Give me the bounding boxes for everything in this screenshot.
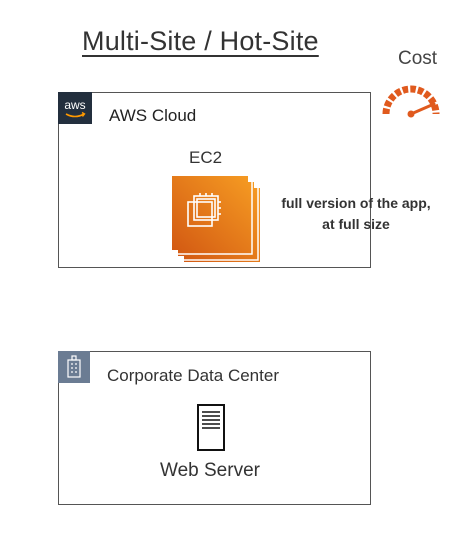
annotation-line-1: full version of the app, — [281, 195, 431, 211]
server-tower-icon — [197, 404, 225, 451]
cost-label: Cost — [398, 48, 438, 69]
aws-cloud-label: AWS Cloud — [109, 106, 197, 125]
web-server-label: Web Server — [160, 460, 260, 481]
ec2-instances-icon — [172, 176, 260, 262]
speedometer-gauge-icon — [382, 85, 440, 118]
ec2-label: EC2 — [189, 148, 223, 167]
page-title: Multi-Site / Hot-Site — [82, 26, 319, 56]
aws-badge-text: aws — [64, 98, 85, 112]
ec2-annotation: full version of the app, at full size — [262, 193, 450, 235]
annotation-line-2: at full size — [322, 216, 390, 232]
data-center-label: Corporate Data Center — [107, 366, 279, 385]
aws-logo-icon: aws — [58, 92, 92, 124]
building-icon — [58, 351, 90, 383]
